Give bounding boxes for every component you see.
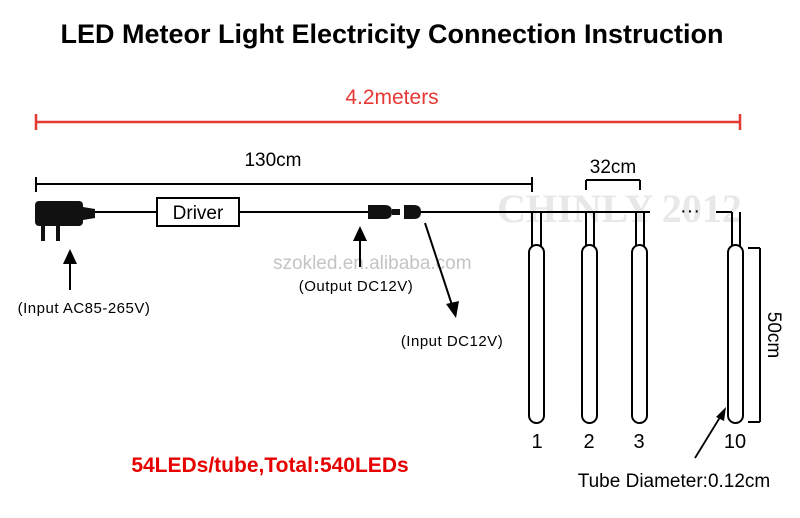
tube-number-1: 1 (531, 431, 542, 453)
watermark-site: szokled.en.alibaba.com (273, 253, 472, 274)
cable-length-dimension (35, 177, 533, 192)
tube-10 (727, 212, 744, 424)
continuation-ellipsis-icon: ··· (680, 200, 700, 222)
tube-number-2: 2 (583, 431, 594, 453)
tube-spacing-dimension (585, 179, 641, 190)
tube-length-dimension (748, 247, 761, 423)
input-ac-arrow-icon (63, 249, 77, 290)
tube-2 (581, 212, 598, 424)
total-length-dimension (34, 114, 742, 130)
output-dc-label: (Output DC12V) (299, 278, 414, 295)
led-count-text: 54LEDs/tube,Total:540LEDs (131, 454, 408, 477)
tube-3 (631, 212, 648, 424)
driver-label: Driver (173, 203, 224, 224)
input-ac-label: (Input AC85-265V) (18, 300, 151, 317)
driver-box (156, 197, 240, 227)
dc-input-connector-icon (404, 205, 421, 219)
tube-spacing-label: 32cm (590, 157, 636, 178)
input-dc-label: (Input DC12V) (401, 333, 503, 350)
tube-number-3: 3 (633, 431, 644, 453)
tube-number-10: 10 (724, 431, 746, 453)
dc-output-connector-icon (368, 205, 400, 219)
tube-diameter-text: Tube Diameter:0.12cm (578, 471, 771, 492)
cable-length-label: 130cm (244, 150, 301, 171)
output-dc-arrow-icon (353, 226, 367, 267)
diameter-pointer-arrow (694, 407, 726, 459)
input-dc-arrow-icon (424, 222, 459, 318)
tube-1 (528, 212, 545, 424)
tube-length-label: 50cm (763, 312, 784, 358)
watermark-brand: CHINLY 2012 (497, 186, 742, 231)
total-length-label: 4.2meters (345, 86, 438, 109)
page-title: LED Meteor Light Electricity Connection … (60, 19, 723, 49)
power-adapter-icon (35, 201, 95, 241)
